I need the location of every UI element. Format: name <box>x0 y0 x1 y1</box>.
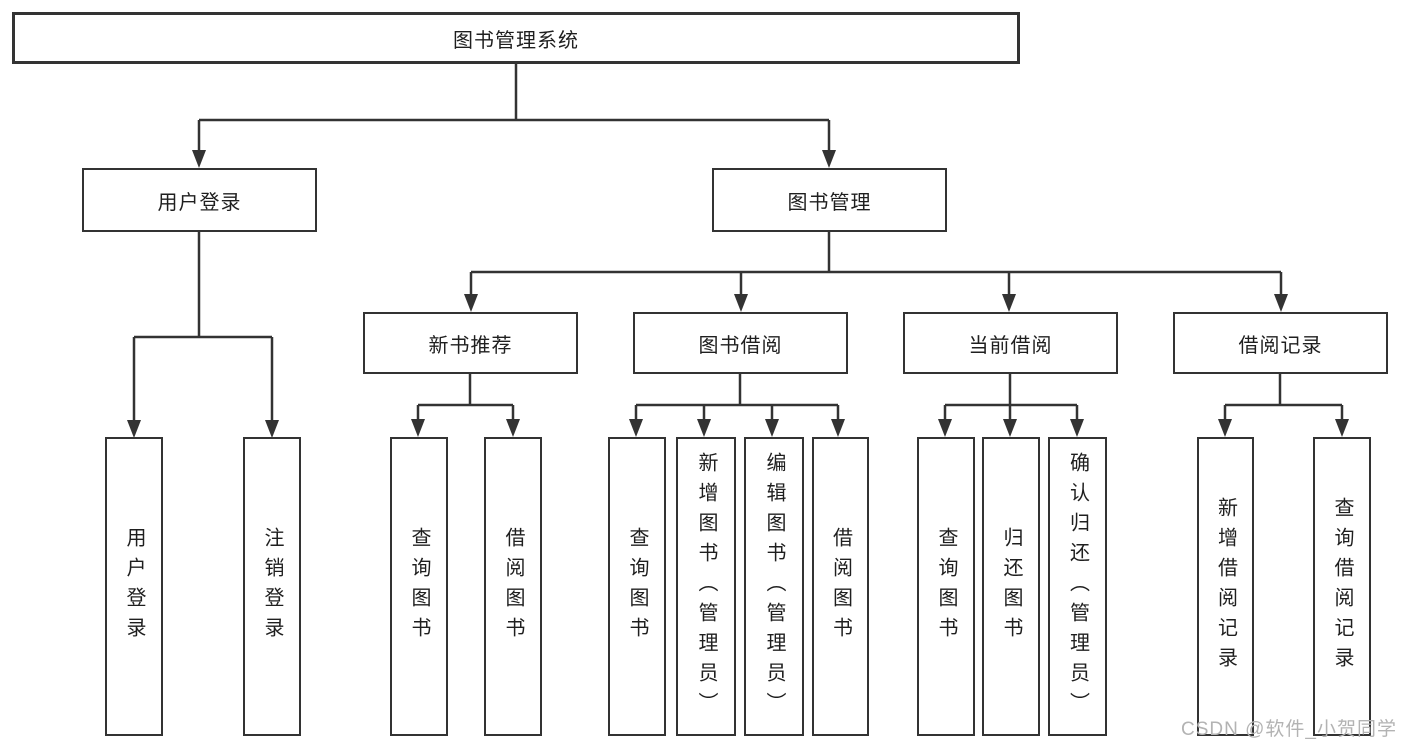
leaf-label: 编辑图书（管理员） <box>763 451 785 722</box>
arrow-down-icon <box>1002 294 1016 312</box>
node-borrowing-records: 借阅记录 <box>1173 312 1388 374</box>
arrow-down-icon <box>1274 294 1288 312</box>
leaf-query-books-borrowing: 查询图书 <box>608 437 666 736</box>
leaf-label: 查询图书 <box>626 526 648 647</box>
arrow-down-icon <box>464 294 478 312</box>
leaf-label: 注销登录 <box>261 526 283 647</box>
leaf-edit-books-admin: 编辑图书（管理员） <box>744 437 804 736</box>
leaf-query-books-current: 查询图书 <box>917 437 975 736</box>
node-book-management: 图书管理 <box>712 168 947 232</box>
leaf-label: 查询图书 <box>935 526 957 647</box>
leaf-label: 确认归还（管理员） <box>1066 451 1089 722</box>
leaf-borrow-books: 借阅图书 <box>812 437 869 736</box>
arrow-down-icon <box>938 419 952 437</box>
arrow-down-icon <box>127 420 141 438</box>
arrow-down-icon <box>506 419 520 437</box>
leaf-label: 用户登录 <box>123 526 145 647</box>
arrow-down-icon <box>822 150 836 168</box>
arrow-down-icon <box>265 420 279 438</box>
arrow-down-icon <box>734 294 748 312</box>
arrow-down-icon <box>1003 419 1017 437</box>
node-new-book-recommendation: 新书推荐 <box>363 312 578 374</box>
leaf-label: 借阅图书 <box>829 526 852 647</box>
leaf-add-borrow-record: 新增借阅记录 <box>1197 437 1254 736</box>
node-current-borrowing: 当前借阅 <box>903 312 1118 374</box>
leaf-query-books-recommend: 查询图书 <box>390 437 448 736</box>
arrow-down-icon <box>697 419 711 437</box>
arrow-down-icon <box>629 419 643 437</box>
leaf-label: 新增图书（管理员） <box>695 451 717 722</box>
leaf-return-books: 归还图书 <box>982 437 1040 736</box>
leaf-label: 新增借阅记录 <box>1214 496 1237 677</box>
arrow-down-icon <box>192 150 206 168</box>
leaf-confirm-return-admin: 确认归还（管理员） <box>1048 437 1107 736</box>
leaf-logout: 注销登录 <box>243 437 301 736</box>
node-book-borrowing: 图书借阅 <box>633 312 848 374</box>
arrow-down-icon <box>1218 419 1232 437</box>
node-library-management-system: 图书管理系统 <box>12 12 1020 64</box>
arrow-down-icon <box>411 419 425 437</box>
arrow-down-icon <box>1070 419 1084 437</box>
leaf-add-books-admin: 新增图书（管理员） <box>676 437 736 736</box>
leaf-query-borrow-record: 查询借阅记录 <box>1313 437 1371 736</box>
watermark: CSDN @软件_小贺同学 <box>1181 719 1397 740</box>
leaf-label: 借阅图书 <box>502 526 524 647</box>
leaf-label: 查询图书 <box>408 526 430 647</box>
leaf-borrow-books-recommend: 借阅图书 <box>484 437 542 736</box>
leaf-label: 查询借阅记录 <box>1331 496 1353 677</box>
node-user-login: 用户登录 <box>82 168 317 232</box>
arrow-down-icon <box>1335 419 1349 437</box>
arrow-down-icon <box>765 419 779 437</box>
leaf-user-login: 用户登录 <box>105 437 163 736</box>
arrow-down-icon <box>831 419 845 437</box>
leaf-label: 归还图书 <box>1000 526 1022 647</box>
